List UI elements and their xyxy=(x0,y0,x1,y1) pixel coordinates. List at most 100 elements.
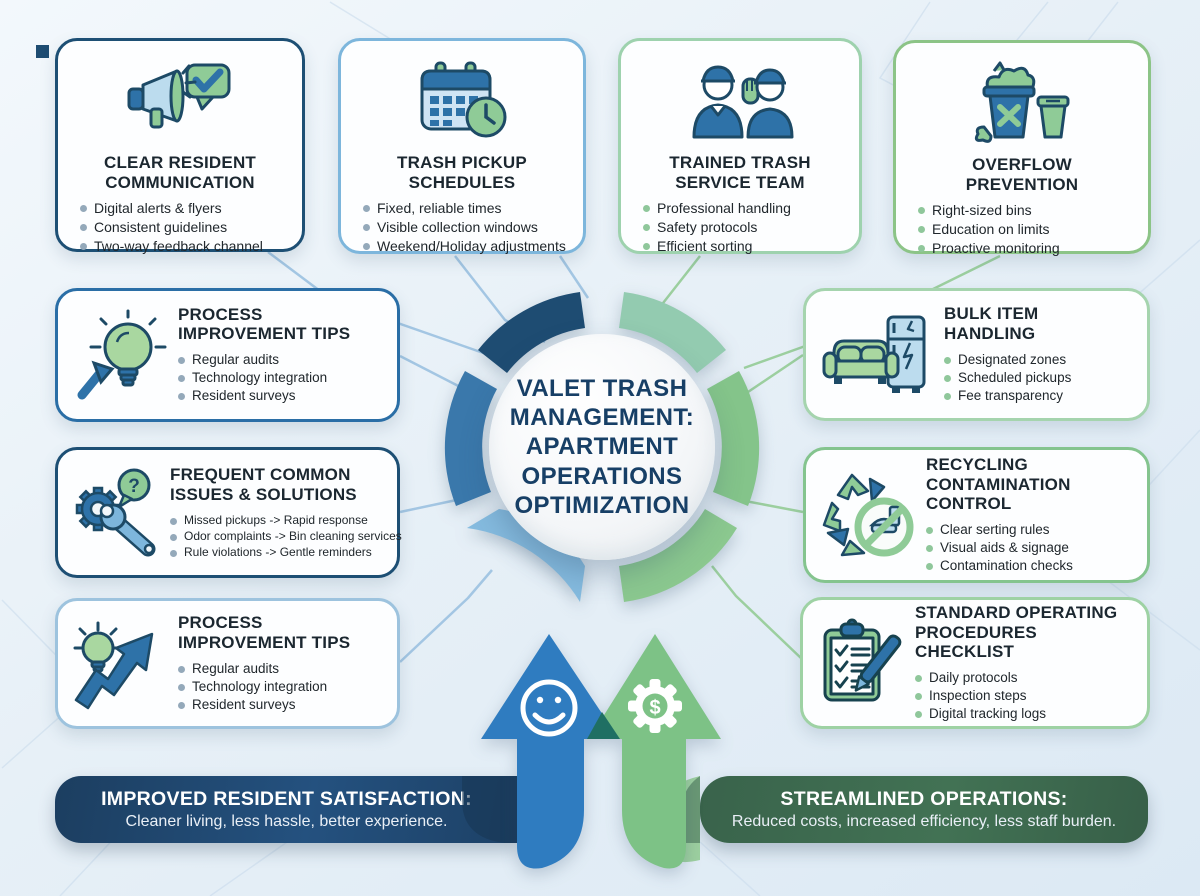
bullet-item: Right-sized bins xyxy=(918,201,1060,220)
bullet-item: Proactive monitoring xyxy=(918,239,1060,258)
bullet-text: Technology integration xyxy=(192,678,328,694)
bullet-text: Proactive monitoring xyxy=(932,239,1060,256)
bullet-dot xyxy=(918,207,925,215)
banner-curl-right xyxy=(655,776,700,863)
bullet-dot xyxy=(178,375,185,383)
bullet-text: Education on limits xyxy=(932,221,1050,238)
bullet-item: Odor complaints -> Bin cleaning services xyxy=(170,528,402,544)
megaphone-check-icon xyxy=(125,53,235,149)
bullet-text: Visible collection windows xyxy=(377,219,538,236)
card-title: BULK ITEM HANDLING xyxy=(944,304,1039,343)
card-process-improvement-tips-2: PROCESS IMPROVEMENT TIPS Regular audits … xyxy=(55,598,400,729)
bullet-dot xyxy=(170,517,177,525)
couch-fridge-icon xyxy=(814,311,944,399)
card-title: TRASH PICKUP SCHEDULES xyxy=(397,153,527,192)
banner-subtitle: Reduced costs, increased efficiency, les… xyxy=(731,813,1117,830)
connector-line xyxy=(739,498,804,514)
connector-line xyxy=(399,354,471,394)
bullet-dot xyxy=(178,683,185,691)
svg-text:$: $ xyxy=(649,697,660,719)
bullet-item: Visible collection windows xyxy=(363,218,566,237)
card-clear-resident-communication: CLEAR RESIDENT COMMUNICATION Digital ale… xyxy=(55,38,305,255)
gear-wrench-question-icon: ? xyxy=(66,467,170,559)
svg-text:?: ? xyxy=(128,476,140,497)
main-title: VALET TRASH MANAGEMENT: APARTMENT OPERAT… xyxy=(509,374,695,519)
card-title: PROCESS IMPROVEMENT TIPS xyxy=(178,304,351,344)
bullet-text: Digital alerts & flyers xyxy=(94,200,222,217)
bullet-item: Visual aids & signage xyxy=(926,539,1101,557)
bullet-item: Scheduled pickups xyxy=(944,369,1094,387)
bullet-dot xyxy=(363,224,370,232)
gear-dollar-icon: $ xyxy=(628,679,682,733)
card-bullets: Designated zones Scheduled pickups Fee t… xyxy=(944,351,1094,405)
bullet-text: Fee transparency xyxy=(958,387,1064,403)
banner-resident-satisfaction: IMPROVED RESIDENT SATISFACTION: Cleaner … xyxy=(55,776,518,843)
bullet-text: Odor complaints -> Bin cleaning services xyxy=(184,528,402,543)
service-team-icon xyxy=(682,53,798,149)
card-frequent-common-issues: ? FREQUENT COMMON ISSUES & SOLUTIONS Mis… xyxy=(55,447,402,578)
card-recycling-contamination-control: RECYCLING CONTAMINATION CONTROL Clear se… xyxy=(803,447,1150,583)
bullet-dot xyxy=(80,224,87,232)
arrow-overlap xyxy=(587,712,620,739)
operations-arrow xyxy=(589,634,721,869)
bullet-dot xyxy=(918,226,925,234)
card-bullets: Clear serting rules Visual aids & signag… xyxy=(926,521,1101,575)
bullet-dot xyxy=(363,205,370,213)
bullet-text: Contamination checks xyxy=(940,558,1073,574)
card-overflow-prevention: OVERFLOW PREVENTION Right-sized bins Edu… xyxy=(893,40,1151,257)
bullet-item: Rule violations -> Gentle reminders xyxy=(170,544,402,560)
connector-line xyxy=(399,569,493,663)
card-bullets: Professional handling Safety protocols E… xyxy=(621,199,791,255)
connector-line xyxy=(747,353,804,394)
bullet-item: Fee transparency xyxy=(944,387,1094,405)
bullet-dot xyxy=(944,392,951,400)
bullet-item: Fixed, reliable times xyxy=(363,199,566,218)
bullet-text: Clear serting rules xyxy=(940,521,1050,537)
bullet-dot xyxy=(926,563,933,571)
bullet-item: Technology integration xyxy=(178,678,368,696)
bullet-text: Regular audits xyxy=(192,352,280,368)
connector-line xyxy=(558,255,590,299)
bullet-text: Technology integration xyxy=(192,370,328,386)
smiley-icon xyxy=(520,679,578,737)
bullet-item: Digital tracking logs xyxy=(915,705,1130,723)
bullet-item: Consistent guidelines xyxy=(80,218,263,237)
card-bullets: Missed pickups -> Rapid response Odor co… xyxy=(170,512,402,560)
calendar-clock-icon xyxy=(410,53,514,149)
bullet-dot xyxy=(178,701,185,709)
bullet-text: Inspection steps xyxy=(929,688,1027,704)
bullet-item: Designated zones xyxy=(944,351,1094,369)
bullet-item: Technology integration xyxy=(178,369,368,387)
bullet-dot xyxy=(926,526,933,534)
bullet-item: Clear serting rules xyxy=(926,521,1101,539)
recycle-no-food-icon xyxy=(814,469,926,561)
bullet-dot xyxy=(643,224,650,232)
banner-streamlined-operations: STREAMLINED OPERATIONS: Reduced costs, i… xyxy=(700,776,1148,843)
bullet-item: Contamination checks xyxy=(926,557,1101,575)
bullet-text: Efficient sorting xyxy=(657,237,753,254)
bullet-dot xyxy=(80,242,87,250)
bullet-text: Daily protocols xyxy=(929,669,1018,685)
bullet-item: Professional handling xyxy=(643,199,791,218)
banner-title: IMPROVED RESIDENT SATISFACTION: xyxy=(101,788,472,810)
bullet-item: Education on limits xyxy=(918,220,1060,239)
card-bullets: Right-sized bins Education on limits Pro… xyxy=(896,201,1060,257)
bullet-text: Rule violations -> Gentle reminders xyxy=(184,544,372,559)
bullet-text: Scheduled pickups xyxy=(958,369,1072,385)
connector-line xyxy=(711,565,804,661)
connector-line xyxy=(399,496,467,514)
bullet-dot xyxy=(643,242,650,250)
bullet-dot xyxy=(918,244,925,252)
bullet-item: Regular audits xyxy=(178,660,368,678)
bullet-dot xyxy=(915,711,922,719)
bullet-item: Weekend/Holiday adjustments xyxy=(363,237,566,256)
card-standard-operating-procedures: STANDARD OPERATING PROCEDURES CHECKLIST … xyxy=(800,597,1150,729)
card-bullets: Digital alerts & flyers Consistent guide… xyxy=(58,199,263,255)
connector-line xyxy=(633,255,701,331)
bullet-dot xyxy=(178,357,185,365)
banner-fold-right xyxy=(680,776,700,843)
bullet-dot xyxy=(178,393,185,401)
center-circle: VALET TRASH MANAGEMENT: APARTMENT OPERAT… xyxy=(489,334,715,560)
bullet-dot xyxy=(178,665,185,673)
bullet-dot xyxy=(915,693,922,701)
